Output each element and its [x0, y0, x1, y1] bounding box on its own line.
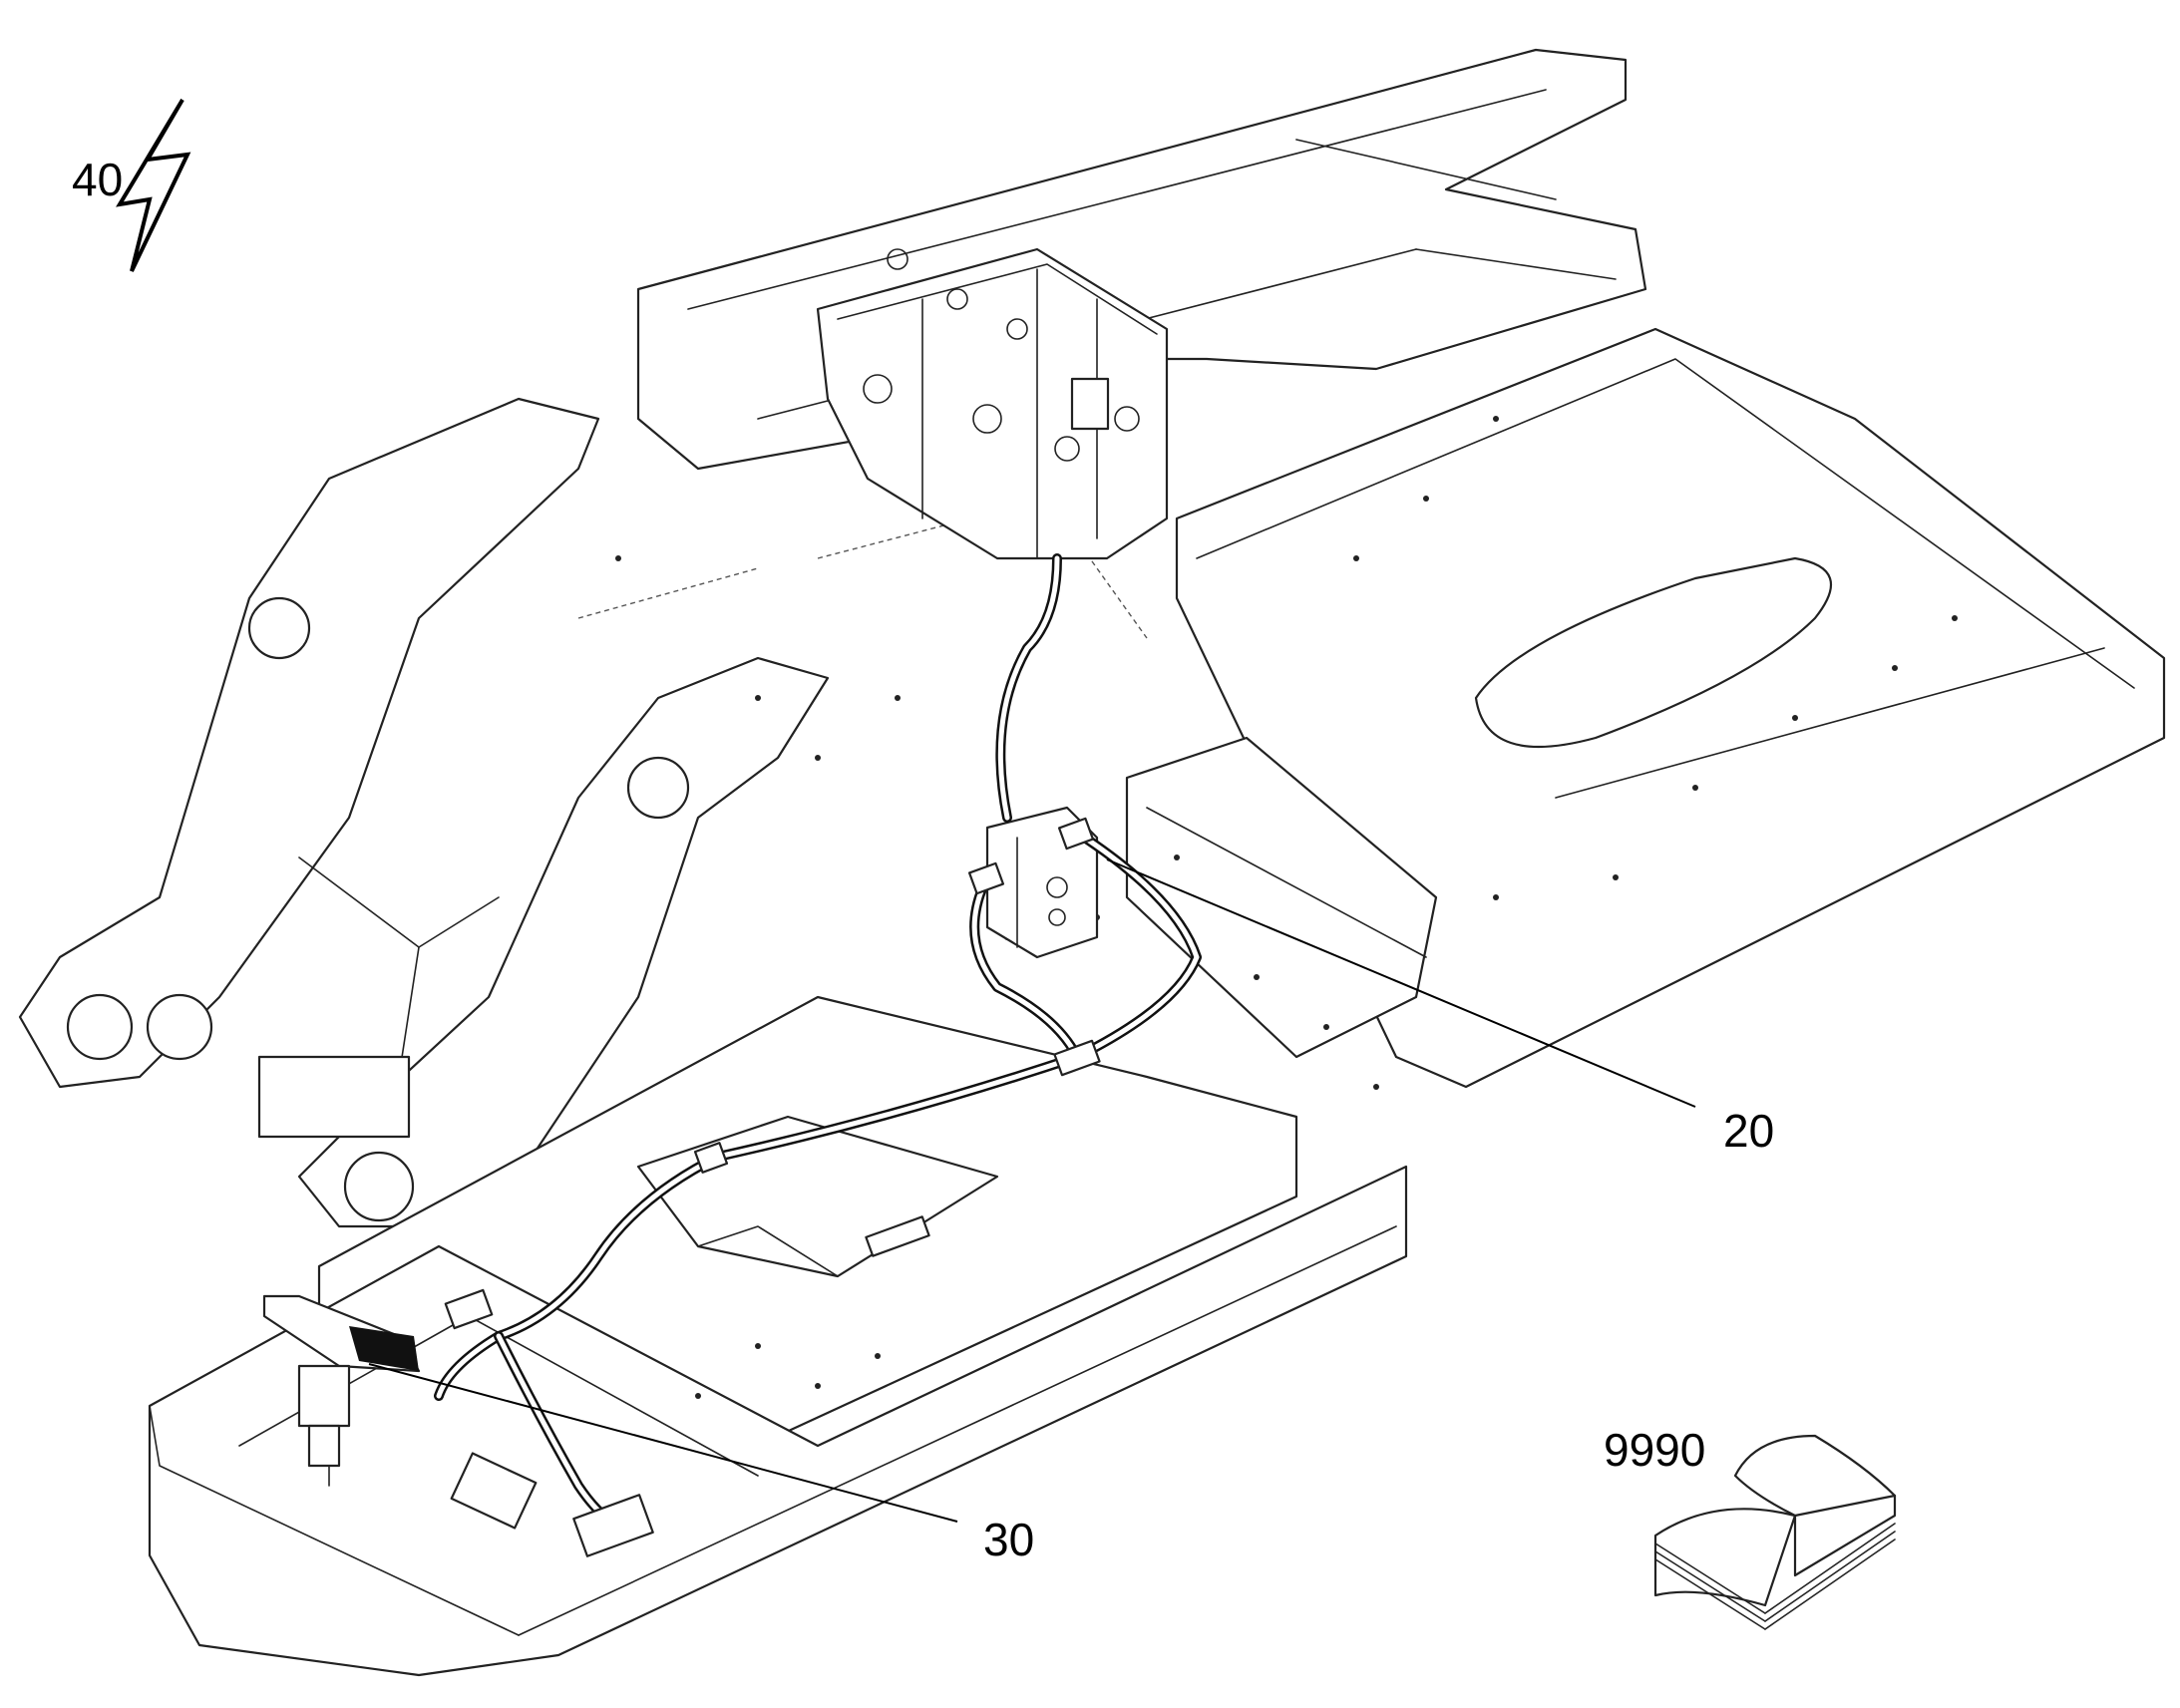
slot-1: [865, 1215, 930, 1257]
hose-assembly: [434, 553, 1202, 1531]
open-book-icon: [1653, 1434, 1897, 1630]
pivot-hole-1: [66, 993, 134, 1061]
callout-label-9990: 9990: [1604, 1424, 1705, 1476]
callout-30[interactable]: 30: [368, 1363, 1034, 1565]
main-control-valve: [816, 247, 1169, 560]
lightning-bolt-icon: [116, 98, 191, 272]
right-channel: [1125, 736, 1438, 1059]
electrical-callout[interactable]: 40: [72, 98, 191, 272]
boom-mount-left: [18, 397, 600, 1089]
pivot-hole-2: [146, 993, 213, 1061]
pivot-hole-3: [247, 596, 311, 660]
callout-label-40: 40: [72, 154, 123, 205]
callout-20[interactable]: 20: [1106, 858, 1774, 1157]
callout-label-20: 20: [1723, 1105, 1774, 1157]
manual-callout[interactable]: 9990: [1604, 1424, 1897, 1630]
manifold-block: [572, 1494, 654, 1557]
pivot-hole-5: [626, 756, 690, 820]
pedal-valve-body: [297, 1364, 351, 1428]
fastener-dots: [615, 416, 1958, 1399]
lower-opening: [257, 1055, 411, 1139]
cab-platform: [148, 1165, 1408, 1677]
cab-cutout: [450, 1452, 538, 1530]
callout-label-30: 30: [983, 1514, 1034, 1565]
bracket: [444, 1288, 494, 1330]
foot-pedal-valve: [262, 1288, 654, 1557]
machine-frame: [18, 48, 2166, 1677]
pivot-hole-4: [343, 1151, 415, 1222]
solenoid: [1070, 377, 1110, 431]
oval-cutout: [1474, 556, 1832, 749]
